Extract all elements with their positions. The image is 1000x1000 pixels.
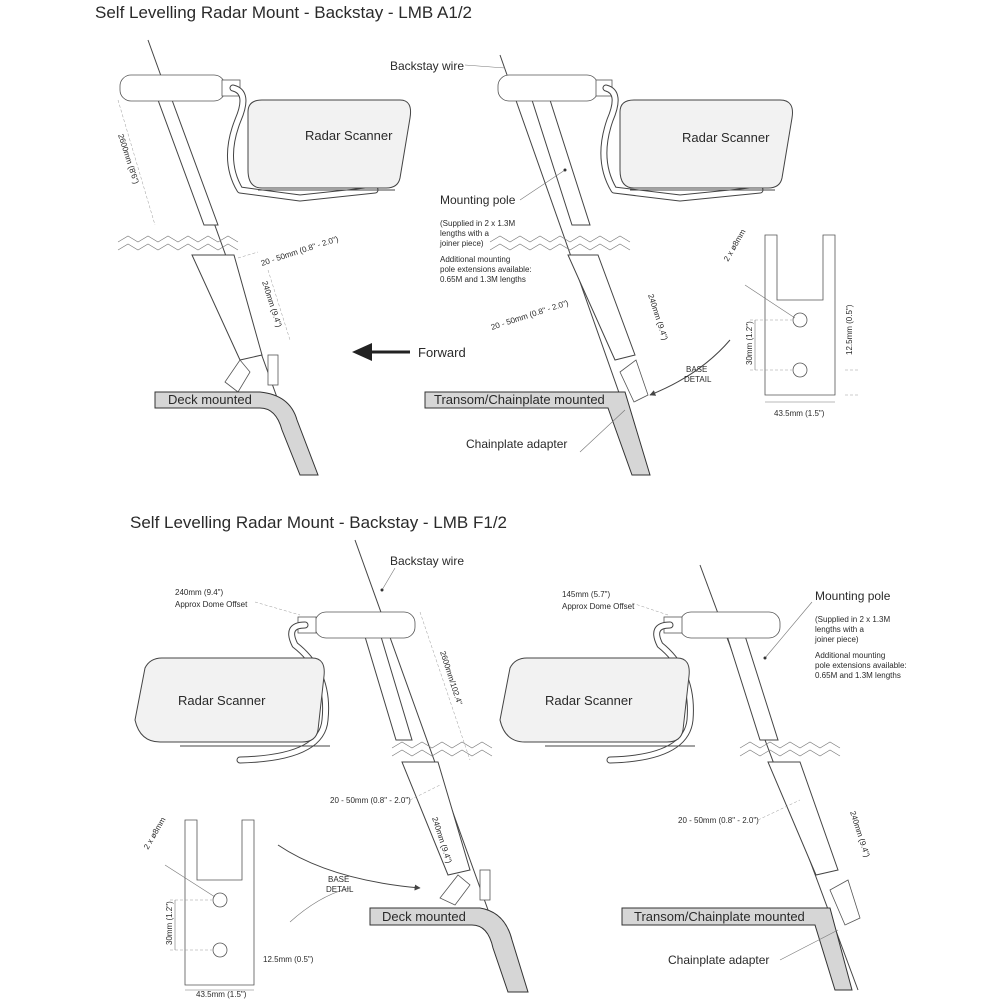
chainplate-adapter-label-f: Chainplate adapter	[668, 953, 769, 967]
dim-offset-range-f2: 20 - 50mm (0.8" - 2.0")	[678, 816, 759, 825]
svg-text:lengths with a: lengths with a	[440, 229, 489, 238]
break-line-bottom	[117, 243, 239, 251]
svg-text:pole extensions available:: pole extensions available:	[815, 661, 907, 670]
base-bracket	[224, 359, 251, 393]
panel-a-deck-mounted: Radar Scanner Deck mounted 2600mm (8'6")…	[116, 39, 411, 476]
mounting-pole-label-a: Mounting pole	[440, 193, 516, 207]
panel-a-transom-mounted: Radar Scanner Transom/Chainplate mounted…	[390, 54, 793, 476]
transom-surface	[424, 391, 651, 476]
chainplate-adapter-label-a: Chainplate adapter	[466, 437, 567, 451]
dim-hole-dia-a: 2 x ø8mm	[722, 227, 748, 263]
svg-text:joiner piece): joiner piece)	[439, 239, 484, 248]
deck-mounted-label-f: Deck mounted	[382, 909, 466, 924]
top-clamp-handle	[497, 74, 599, 102]
transom-surface	[621, 907, 853, 991]
mounting-hole-upper	[212, 892, 228, 908]
radar-scanner-label: Radar Scanner	[305, 128, 393, 143]
dim-clamp-length-f2: 240mm (9.4")	[848, 810, 872, 859]
dim-offset-range-f: 20 - 50mm (0.8" - 2.0")	[330, 796, 411, 805]
dim-hole-spacing-a: 30mm (1.2")	[745, 321, 754, 365]
mounting-pole-label-f: Mounting pole	[815, 589, 891, 603]
title-lmb-a12: Self Levelling Radar Mount - Backstay - …	[95, 3, 472, 22]
title-lmb-f12: Self Levelling Radar Mount - Backstay - …	[130, 513, 507, 532]
dim-dome-offset-145: 145mm (5.7")	[562, 590, 611, 599]
dim-dome-offset-240: 240mm (9.4")	[175, 588, 224, 597]
dim-edge-dist-f: 12.5mm (0.5")	[263, 955, 314, 964]
radar-scanner-dome	[134, 657, 325, 743]
svg-text:pole extensions available:: pole extensions available:	[440, 265, 532, 274]
deck-surface	[369, 907, 529, 993]
dim-clamp-length-a2: 240mm (9.4")	[646, 293, 670, 342]
mounting-hole-lower	[212, 942, 228, 958]
base-detail-arrow	[649, 339, 731, 396]
dim-offset-range-a: 20 - 50mm (0.8" - 2.0")	[260, 234, 340, 268]
svg-text:0.65M and 1.3M lengths: 0.65M and 1.3M lengths	[815, 671, 901, 680]
mounting-pole-lower	[567, 254, 636, 361]
chainplate-adapter-part	[829, 879, 861, 926]
transom-mounted-label-a: Transom/Chainplate mounted	[434, 392, 605, 407]
radar-scanner-label: Radar Scanner	[178, 693, 266, 708]
dim-edge-dist-a: 12.5mm (0.5")	[845, 304, 854, 355]
top-clamp-handle	[314, 611, 416, 639]
break-line-top	[117, 235, 239, 243]
dim-offset-range-a2: 20 - 50mm (0.8" - 2.0")	[490, 298, 570, 332]
mounting-pole-lower	[401, 761, 471, 876]
svg-text:0.65M and 1.3M lengths: 0.65M and 1.3M lengths	[440, 275, 526, 284]
supplied-note: (Supplied in 2 x 1.3M	[440, 219, 515, 228]
base-bracket	[439, 874, 471, 906]
forward-label: Forward	[418, 345, 466, 360]
dome-offset-label-f2: Approx Dome Offset	[562, 602, 635, 611]
panel-f-deck-mounted: Radar Scanner Deck mounted Backstay wire…	[134, 539, 529, 993]
base-detail-label-f: BASE	[328, 875, 349, 884]
mounting-pole-upper	[157, 99, 219, 226]
chainplate-adapter-part	[619, 359, 649, 403]
additional-note: Additional mounting	[440, 255, 510, 264]
top-clamp-handle	[679, 611, 781, 639]
radar-scanner-dome	[619, 99, 793, 189]
base-detail-arrow	[277, 844, 421, 891]
mounting-hole-lower	[792, 362, 808, 378]
mounting-hole-upper	[792, 312, 808, 328]
backstay-wire-label-a: Backstay wire	[390, 59, 464, 73]
supplied-note-f: (Supplied in 2 x 1.3M	[815, 615, 890, 624]
svg-text:DETAIL: DETAIL	[326, 885, 354, 894]
base-detail-a: 30mm (1.2") 2 x ø8mm 12.5mm (0.5") 43.5m…	[722, 227, 860, 418]
dim-height-a: 2600mm (8'6")	[116, 133, 141, 185]
svg-text:lengths with a: lengths with a	[815, 625, 864, 634]
forward-indicator: Forward	[352, 343, 466, 361]
dim-height-f: 2600mm/102.4"	[438, 650, 464, 706]
svg-text:DETAIL: DETAIL	[684, 375, 712, 384]
transom-mounted-label-f: Transom/Chainplate mounted	[634, 909, 805, 924]
backstay-wire-label-f: Backstay wire	[390, 554, 464, 568]
dim-hole-spacing-f: 30mm (1.2")	[165, 901, 174, 945]
base-detail-f: 30mm (1.2") 2 x ø8mm 12.5mm (0.5") 43.5m…	[142, 815, 314, 999]
dim-base-width-a: 43.5mm (1.5")	[774, 409, 825, 418]
dim-base-width-f: 43.5mm (1.5")	[196, 990, 247, 999]
additional-note-f: Additional mounting	[815, 651, 885, 660]
radar-scanner-label: Radar Scanner	[545, 693, 633, 708]
mounting-pole-upper	[531, 99, 591, 226]
dome-offset-label-f: Approx Dome Offset	[175, 600, 248, 609]
top-clamp-handle	[119, 74, 226, 102]
mounting-pole-lower	[767, 761, 839, 876]
radar-scanner-dome	[247, 99, 411, 189]
mounting-pole-lower	[191, 254, 263, 361]
dim-hole-dia-f: 2 x ø8mm	[142, 815, 168, 851]
deck-surface	[154, 391, 319, 476]
radar-scanner-label: Radar Scanner	[682, 130, 770, 145]
panel-f-transom-mounted: Radar Scanner Transom/Chainplate mounted…	[499, 564, 907, 991]
base-detail-label-a: BASE	[686, 365, 707, 374]
dim-clamp-length-a: 240mm (9.4")	[260, 280, 284, 329]
svg-text:joiner piece): joiner piece)	[814, 635, 859, 644]
radar-scanner-dome	[499, 657, 690, 743]
deck-mounted-label-a: Deck mounted	[168, 392, 252, 407]
